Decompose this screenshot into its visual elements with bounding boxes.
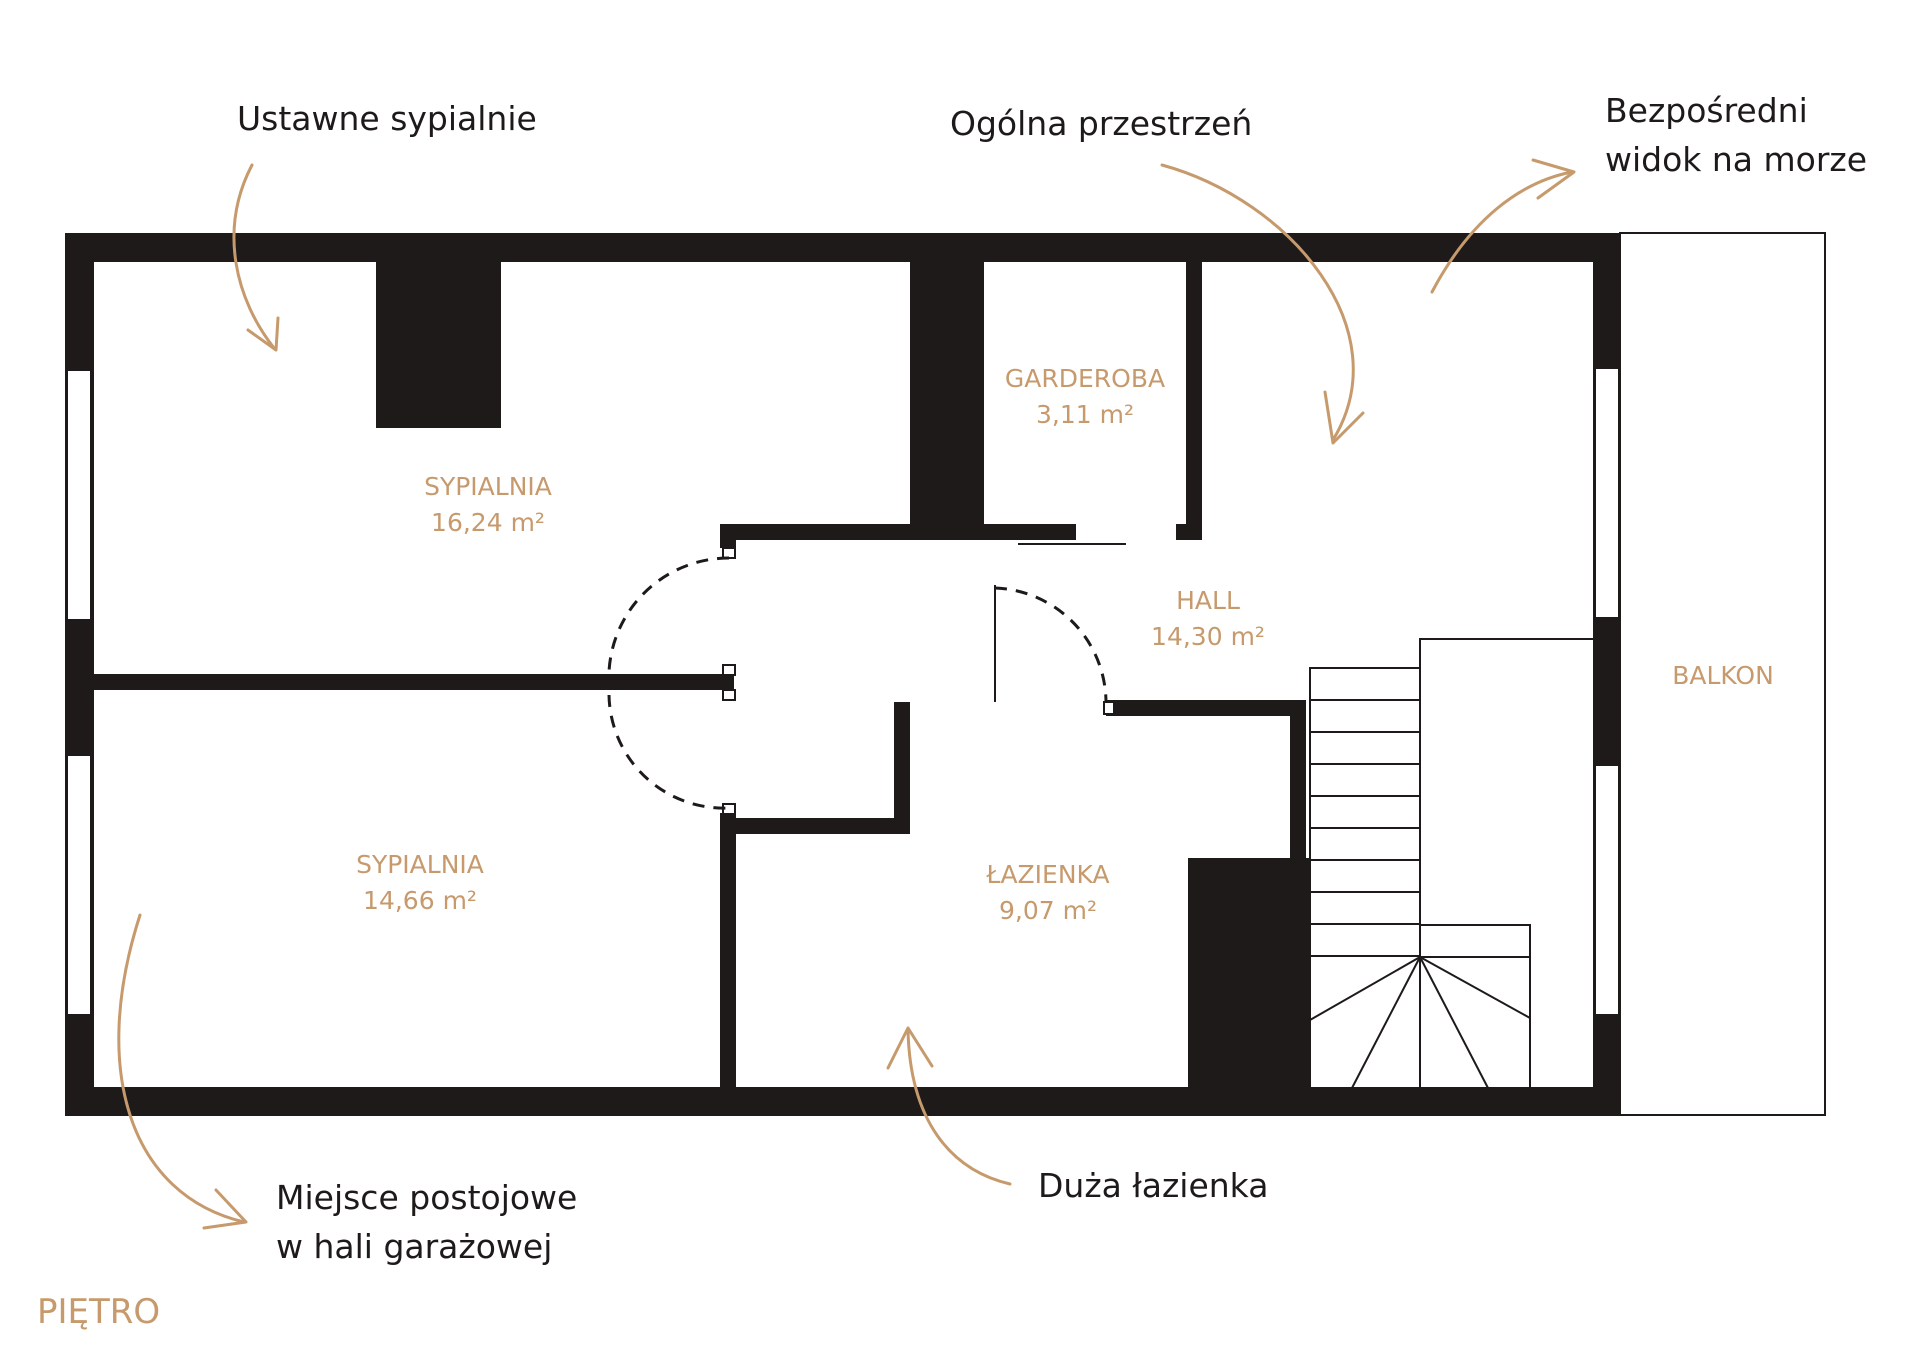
bedroom-1-name: SYPIALNIA xyxy=(424,472,552,501)
note-sea-view-line1: Bezpośredni xyxy=(1605,91,1808,130)
note-bathroom: Duża łazienka xyxy=(1038,1166,1268,1205)
window-right-bottom xyxy=(1594,764,1620,1016)
staircase xyxy=(1309,638,1595,1089)
note-bedrooms: Ustawne sypialnie xyxy=(237,99,537,138)
window-left-top xyxy=(66,369,92,621)
floor-label: PIĘTRO xyxy=(37,1292,160,1332)
room-labels: SYPIALNIA 16,24 m² SYPIALNIA 14,66 m² GA… xyxy=(356,364,1774,925)
window-right-top xyxy=(1594,367,1620,619)
bedroom-2-name: SYPIALNIA xyxy=(356,850,484,879)
bathroom-name: ŁAZIENKA xyxy=(985,860,1109,889)
arrow-parking xyxy=(117,913,246,1224)
wall-bath-stairs xyxy=(1290,700,1306,860)
bathroom-shaft xyxy=(1188,858,1306,1090)
windows xyxy=(66,367,1620,1016)
arrow-bedrooms xyxy=(232,163,276,350)
wall-hall-bath xyxy=(720,818,910,834)
interior-walls xyxy=(92,260,1310,1090)
chimney-block xyxy=(376,260,501,428)
wall-bedroom-wardrobe xyxy=(910,260,984,530)
arrow-open-space xyxy=(1160,163,1355,442)
annotation-arrows xyxy=(117,158,1576,1230)
door-swings xyxy=(607,556,1108,810)
wall-bedroom-hall xyxy=(720,524,1076,540)
hall-area: 14,30 m² xyxy=(1151,622,1265,651)
door-jambs xyxy=(722,547,1115,815)
note-open-space: Ogólna przestrzeń xyxy=(950,104,1252,143)
bedroom-2-area: 14,66 m² xyxy=(363,886,477,915)
wall-wardrobe-hall xyxy=(1186,260,1202,540)
balcony-name: BALKON xyxy=(1672,661,1774,690)
bedroom-1-area: 16,24 m² xyxy=(431,508,545,537)
note-parking-line2: w hali garażowej xyxy=(276,1227,552,1266)
note-sea-view-line2: widok na morze xyxy=(1605,140,1867,179)
annotation-texts: Ustawne sypialnie Ogólna przestrzeń Bezp… xyxy=(237,91,1867,1266)
window-left-bottom xyxy=(66,754,92,1016)
wardrobe-sliding-door xyxy=(1018,527,1126,545)
wall-between-bedrooms xyxy=(92,674,734,690)
wall-bedroom2-bath xyxy=(720,813,736,1090)
arrow-sea-view xyxy=(1430,170,1574,294)
bathroom-area: 9,07 m² xyxy=(999,896,1097,925)
wardrobe-name: GARDEROBA xyxy=(1005,364,1165,393)
balcony-outline xyxy=(1619,232,1826,1116)
wardrobe-area: 3,11 m² xyxy=(1036,400,1134,429)
arrow-bathroom xyxy=(906,1028,1012,1186)
hall-name: HALL xyxy=(1176,586,1240,615)
note-parking-line1: Miejsce postojowe xyxy=(276,1178,577,1217)
